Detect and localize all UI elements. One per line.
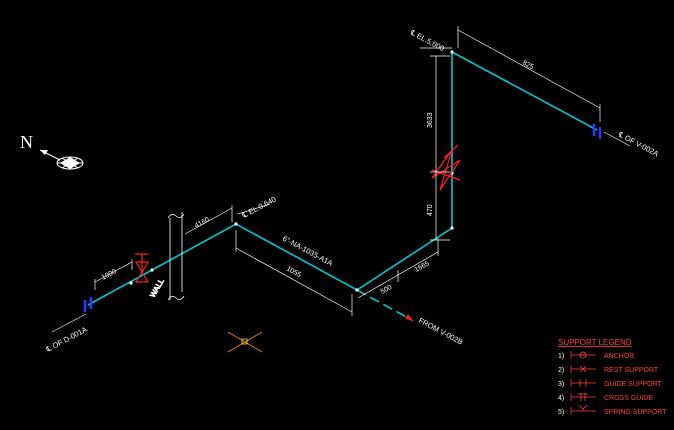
svg-text:1): 1) xyxy=(558,353,564,360)
crosshair-icon xyxy=(227,331,263,353)
svg-text:ANCHOR: ANCHOR xyxy=(604,353,634,360)
dimension-lines xyxy=(51,26,631,333)
wall-label: WALL xyxy=(148,277,166,299)
pipe-route xyxy=(87,50,598,306)
dim-500: 500 xyxy=(380,284,394,296)
flange-left-icon xyxy=(83,297,93,312)
dim-1000: 1000 xyxy=(101,268,118,282)
from-label: FROM V-002B xyxy=(417,316,464,347)
svg-text:5): 5) xyxy=(558,409,564,416)
from-arrow-icon xyxy=(405,314,414,322)
rest-support-icon xyxy=(570,365,596,373)
anchor-icon xyxy=(570,351,596,359)
left-end-label: ℄ OF D-001A xyxy=(44,325,89,354)
dim-4160: 4160 xyxy=(194,216,211,230)
dim-1055: 1055 xyxy=(285,266,302,280)
support-legend: SUPPORT LEGEND 1) ANCHOR 2) REST SUPPORT… xyxy=(558,338,667,416)
legend-item: 2) REST SUPPORT xyxy=(558,365,659,374)
dim-825: 825 xyxy=(521,60,535,72)
legend-item: 4) CROSS GUIDE xyxy=(558,393,653,402)
spring-support-icon xyxy=(570,404,596,415)
legend-item: 1) ANCHOR xyxy=(558,351,634,360)
dim-3633: 3633 xyxy=(427,112,434,128)
svg-text:3): 3) xyxy=(558,381,564,388)
svg-text:SPRING SUPPORT: SPRING SUPPORT xyxy=(604,409,667,416)
legend-item: 3) GUIDE SUPPORT xyxy=(558,379,663,388)
pipe-branch xyxy=(356,289,413,321)
elevation-top: ℄ EL.5,000 xyxy=(408,27,446,53)
svg-text:2): 2) xyxy=(558,367,564,374)
cross-guide-icon xyxy=(570,393,596,401)
legend-title: SUPPORT LEGEND xyxy=(558,338,632,347)
svg-text:4): 4) xyxy=(558,395,564,402)
legend-item: 5) SPRING SUPPORT xyxy=(558,404,667,416)
dim-470: 470 xyxy=(427,204,434,216)
svg-text:CROSS GUIDE: CROSS GUIDE xyxy=(604,395,653,402)
elevation-mid: ℄ EL.0.640 xyxy=(240,194,278,220)
north-arrow: N xyxy=(20,132,84,170)
guide-support-icon xyxy=(570,379,596,387)
right-end-label: ℄ OF V-002A xyxy=(616,129,660,158)
flange-right-icon xyxy=(592,124,602,139)
north-label: N xyxy=(20,132,33,152)
valve-left-icon xyxy=(134,253,150,283)
svg-text:GUIDE SUPPORT: GUIDE SUPPORT xyxy=(604,381,663,388)
dim-1665: 1665 xyxy=(414,260,431,274)
svg-text:REST SUPPORT: REST SUPPORT xyxy=(604,367,659,374)
